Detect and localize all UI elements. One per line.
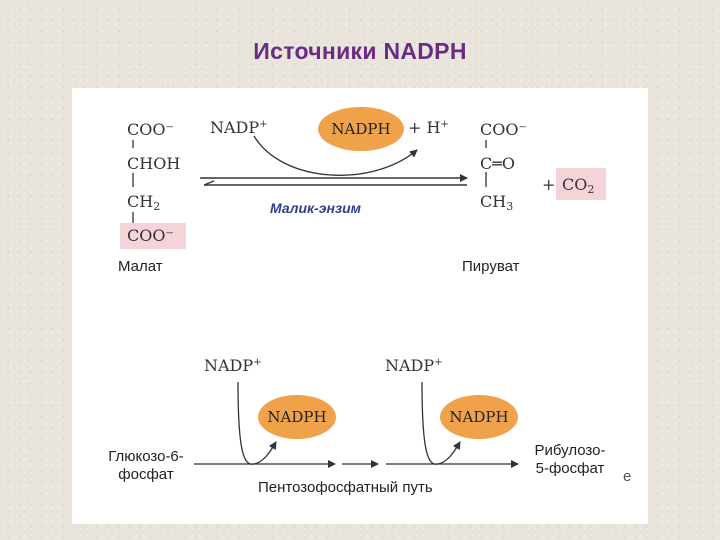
cofactor-curve-arrow [253,135,418,176]
reverse-arrowhead [203,180,215,186]
malate-label: Малат [118,258,163,275]
diagram-panel: COO⁻ CHOH CH2 COO⁻ Малат NADP+ NADPH + H… [72,88,648,524]
malate-line-3: CH2 [127,192,161,213]
ppp-nadph-ellipse-1: NADPH [258,395,336,439]
slide-title: Источники NADPH [253,38,467,64]
stray-letter: e [623,468,632,485]
pentose-phosphate-pathway-label: Пентозофосфатный путь [258,479,433,496]
ppp-nadph-ellipse-2: NADPH [440,395,518,439]
co2-highlight [556,168,606,200]
malate-line-4: COO⁻ [127,226,174,245]
arrows-layer [132,135,519,468]
ppp-nadp-1: NADP+ [204,356,262,375]
pyruvate-line-2: C═O [480,154,515,173]
pyruvate-line-3: CH3 [480,192,514,213]
ppp-curve-1 [237,381,277,465]
malate-line-2: CHOH [127,154,181,173]
ribulose-5-phosphate-label: Рибулозо- 5-фосфат [534,442,606,477]
nadph-ellipse: NADPH [318,107,404,151]
pyruvate-line-1: COO⁻ [480,120,527,139]
glucose-6-phosphate-label: Глюкозо-6- фосфат [108,448,184,483]
malate-carboxyl-highlight [120,223,186,249]
ppp-nadp-2: NADP+ [385,356,443,375]
co2-product: CO2 [562,175,595,196]
proton: + H+ [408,118,449,137]
pyruvate-label: Пируват [462,258,520,275]
co2-plus: + [542,175,556,194]
nadp-reactant: NADP+ [210,118,268,137]
malate-line-1: COO⁻ [127,120,174,139]
malic-enzyme-label: Малик-энзим [270,200,362,216]
ppp-curve-2 [421,381,461,465]
